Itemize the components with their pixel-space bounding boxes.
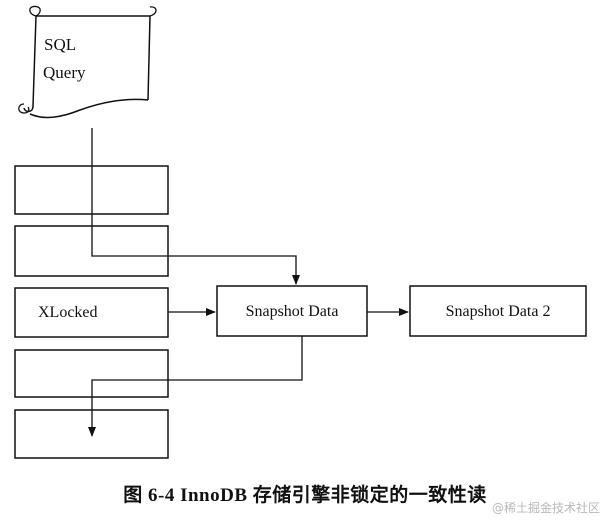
snapshot-data-2-node: Snapshot Data 2 xyxy=(409,285,587,337)
snapshot-read-return-arrow xyxy=(88,336,303,437)
scroll-label-query: Query xyxy=(43,63,86,82)
figure-caption: 图 6-4 InnoDB 存储引擎非锁定的一致性读 xyxy=(123,485,487,506)
scroll-label-sql: SQL xyxy=(44,35,76,54)
snapshot-data-node: Snapshot Data xyxy=(216,285,368,337)
sql-query-scroll: SQL Query xyxy=(18,5,157,119)
snapshot-data-label: Snapshot Data xyxy=(246,303,339,320)
query-to-snapshot-arrow xyxy=(91,128,300,285)
snapshot-data-2-label: Snapshot Data 2 xyxy=(446,303,551,320)
watermark: @稀土掘金技术社区 xyxy=(491,501,600,515)
xlocked-label: XLocked xyxy=(38,304,98,321)
